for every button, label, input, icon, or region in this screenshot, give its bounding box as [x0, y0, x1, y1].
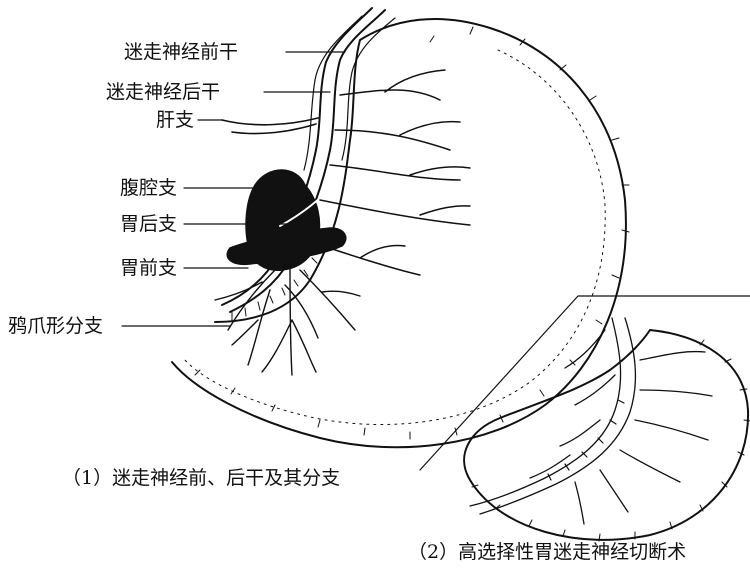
vagal-trunk-anterior	[230, 10, 385, 312]
label-posterior-gastric-branch: 胃后支	[120, 214, 177, 234]
crow-foot-branches	[215, 262, 360, 375]
label-anterior-gastric-branch: 胃前支	[120, 258, 177, 278]
caption-figure-1: （1）迷走神经前、后干及其分支	[62, 467, 340, 489]
label-celiac-branch: 腹腔支	[120, 178, 177, 198]
stomach-2-cut-marks	[548, 400, 624, 480]
hepatic-branch-line	[222, 118, 318, 134]
caption-figure-2: （2）高选择性胃迷走神经切断术	[408, 541, 686, 563]
label-posterior-vagal-trunk: 迷走神经后干	[106, 82, 220, 102]
stomach-2-nerves	[470, 318, 712, 524]
label-crow-foot-branches: 鸦爪形分支	[8, 316, 103, 336]
label-hepatic-branch: 肝支	[156, 110, 194, 130]
label-anterior-vagal-trunk: 迷走神经前干	[124, 42, 238, 62]
stomach-2-outline	[464, 330, 748, 540]
posterior-gastric-mass	[227, 228, 346, 264]
